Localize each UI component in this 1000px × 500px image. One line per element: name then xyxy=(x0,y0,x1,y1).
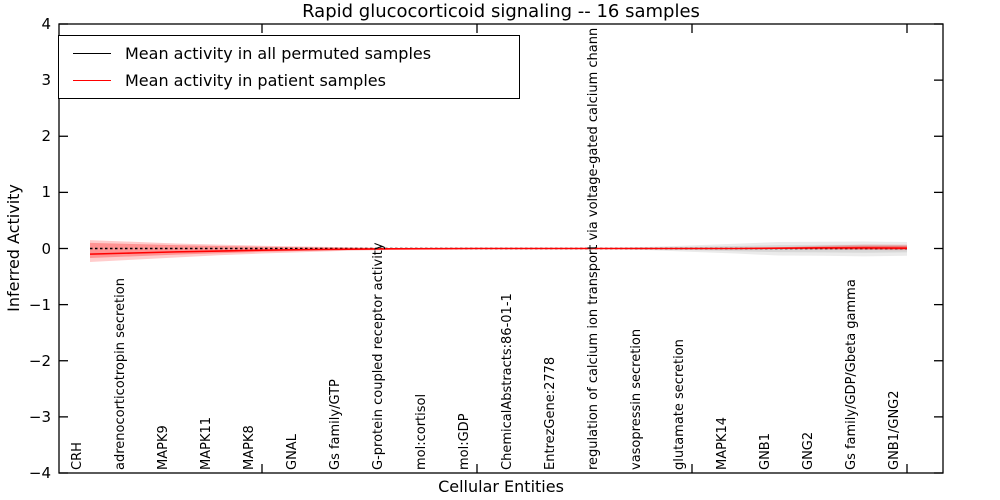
x-category-label: Gs family/GTP xyxy=(327,379,343,470)
x-category-label: MAPK9 xyxy=(155,425,171,470)
x-axis-label: Cellular Entities xyxy=(438,477,564,496)
legend-line-swatch xyxy=(73,52,111,54)
x-category-label: GNB1 xyxy=(757,433,773,470)
x-category-label: CRH xyxy=(69,442,85,470)
legend-item: Mean activity in all permuted samples xyxy=(59,40,431,66)
x-category-label: G-protein coupled receptor activity xyxy=(370,242,386,470)
x-category-label: Gs family/GDP/Gbeta gamma xyxy=(843,279,859,470)
x-category-label: mol:cortisol xyxy=(413,393,429,470)
y-tick-label: 0 xyxy=(41,239,51,258)
y-tick-label: −1 xyxy=(28,295,51,314)
y-tick-label: −2 xyxy=(28,351,51,370)
y-tick-label: 3 xyxy=(41,71,51,90)
legend-label: Mean activity in all permuted samples xyxy=(125,43,432,63)
x-category-label: MAPK8 xyxy=(241,425,257,470)
x-category-label: vasopressin secretion xyxy=(628,328,644,470)
x-category-label: MAPK11 xyxy=(198,416,214,470)
x-category-label: mol:GDP xyxy=(456,413,472,470)
x-category-label: adrenocorticotropin secretion xyxy=(112,278,128,470)
y-tick-label: −3 xyxy=(28,407,51,426)
x-category-label: MAPK14 xyxy=(714,416,730,470)
x-category-label: ChemicalAbstracts:86-01-1 xyxy=(499,293,515,470)
x-category-label: GNG2 xyxy=(800,431,816,470)
legend-line-swatch xyxy=(73,79,111,81)
legend-label: Mean activity in patient samples xyxy=(125,70,386,90)
x-category-label: glutamate secretion xyxy=(671,339,687,470)
x-category-label: GNB1/GNG2 xyxy=(886,390,902,470)
y-tick-label: 1 xyxy=(41,183,51,202)
x-category-label: GNAL xyxy=(284,434,300,470)
x-category-label: EntrezGene:2778 xyxy=(542,356,558,470)
chart-title: Rapid glucocorticoid signaling -- 16 sam… xyxy=(302,1,700,22)
series-line xyxy=(89,247,908,255)
permuted-spread-outer-band xyxy=(90,241,907,257)
y-tick-label: −4 xyxy=(28,464,51,482)
y-tick-label: 4 xyxy=(41,15,51,33)
y-tick-label: 2 xyxy=(41,127,51,146)
legend-item: Mean activity in patient samples xyxy=(59,67,386,93)
x-category-label: regulation of calcium ion transport via … xyxy=(585,27,601,470)
